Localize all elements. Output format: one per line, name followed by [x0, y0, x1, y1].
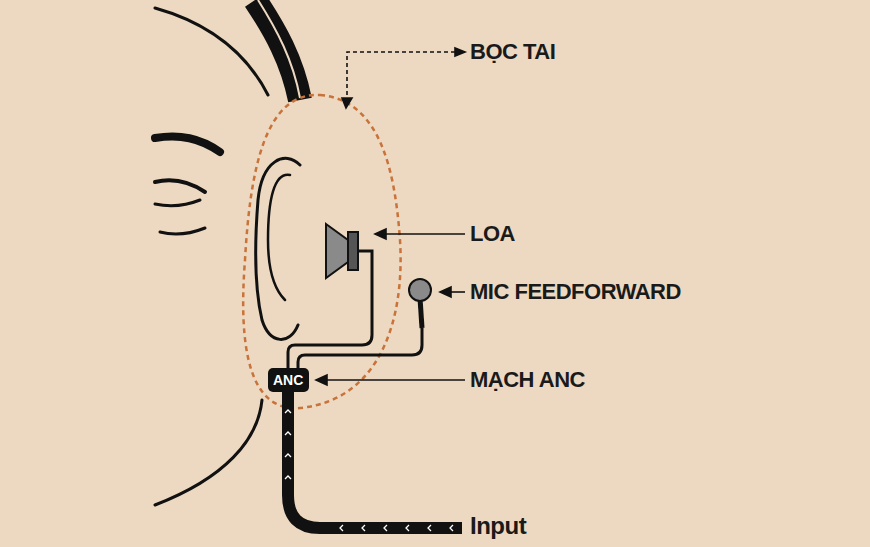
- cable-chevron: [428, 525, 431, 531]
- mic-head: [409, 279, 431, 301]
- part-label: MIC FEEDFORWARD: [470, 281, 681, 303]
- eye-lash: [160, 228, 205, 234]
- cable-chevron: [285, 476, 291, 479]
- input-cable: [288, 392, 462, 528]
- mic-stem: [420, 298, 422, 328]
- speaker-wire: [288, 251, 372, 368]
- part-label: BỌC TAI: [470, 41, 555, 63]
- speaker-cone: [326, 224, 348, 278]
- leader-line: [347, 52, 455, 102]
- box-text: ANC: [273, 373, 304, 387]
- cable-chevron: [384, 525, 387, 531]
- cable-chevron: [362, 525, 365, 531]
- arrowhead: [455, 48, 465, 56]
- arrowhead: [342, 98, 352, 108]
- ear-outline: [256, 158, 300, 339]
- anc-circuit-box: ANC: [268, 368, 309, 392]
- cable-chevron: [285, 432, 291, 435]
- leader-line: [450, 291, 465, 293]
- speaker-magnet: [348, 232, 358, 270]
- ear-inner: [268, 175, 290, 300]
- cable-chevron: [285, 454, 291, 457]
- cable-chevron: [285, 410, 291, 413]
- head-outline: [155, 8, 268, 95]
- headband: [255, 0, 300, 100]
- mic-wire: [298, 328, 422, 368]
- leader-line: [326, 379, 465, 381]
- arrowhead: [375, 229, 386, 239]
- eye: [155, 180, 205, 192]
- eye-lower: [155, 200, 200, 206]
- part-label: MẠCH ANC: [470, 369, 585, 391]
- cable-chevron: [406, 525, 409, 531]
- part-label: LOA: [470, 223, 515, 245]
- jaw-outline: [155, 400, 262, 505]
- cable-chevron: [450, 525, 453, 531]
- part-label: Input: [470, 514, 526, 538]
- eyebrow: [155, 137, 220, 152]
- arrowhead: [440, 287, 451, 297]
- headband-stripe: [258, 0, 300, 98]
- arrowhead: [316, 375, 327, 385]
- cable-chevron: [340, 525, 343, 531]
- ear-cup-outline: [243, 95, 400, 408]
- leader-line: [385, 233, 465, 235]
